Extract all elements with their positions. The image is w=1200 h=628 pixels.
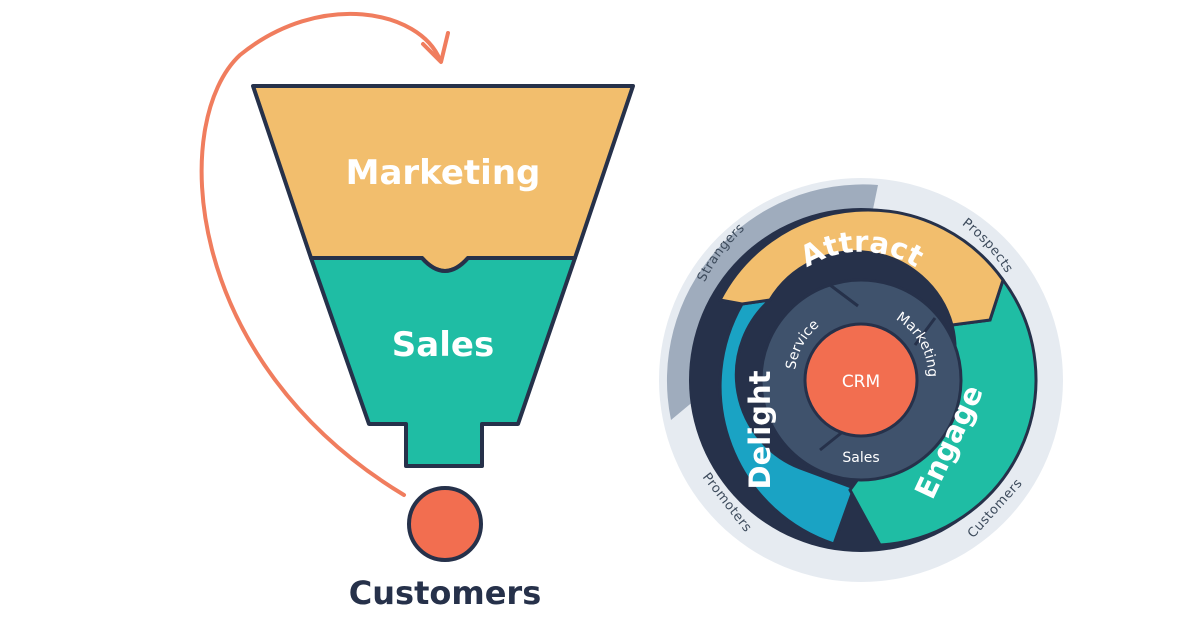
funnel-sales-section [309, 256, 577, 468]
funnel-sales-label: Sales [392, 325, 494, 365]
flow-label-delight: Delight [743, 370, 777, 489]
crm-label: CRM [842, 372, 880, 392]
feedback-arrow [199, 11, 442, 497]
flow-segment-attract [717, 208, 1005, 327]
flywheel: CRM Service Marketing Sales Attract Enga… [659, 178, 1063, 582]
arrow-head-icon [421, 31, 450, 64]
customers-label: Customers [349, 574, 541, 612]
flow-segment-delight [718, 297, 856, 546]
customer-dot [407, 486, 483, 562]
crm-core [803, 322, 919, 438]
funnel: Marketing Sales Customers [199, 11, 635, 612]
funnel-marketing-label: Marketing [346, 153, 541, 193]
inner-label-sales: Sales [842, 450, 879, 466]
